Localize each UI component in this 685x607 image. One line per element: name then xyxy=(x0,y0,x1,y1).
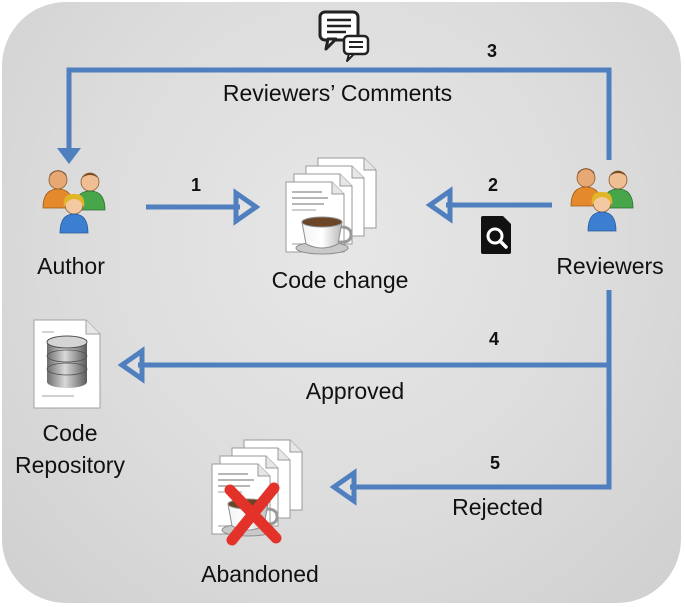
arrow-step-2-head xyxy=(425,186,453,224)
step-number-2: 2 xyxy=(488,175,499,195)
arrow-approved-path xyxy=(138,290,612,368)
reviewers-label: Reviewers xyxy=(556,253,664,279)
arrow-rejected-head xyxy=(329,468,357,506)
arrow-step-1-head xyxy=(233,188,261,226)
approved-label: Approved xyxy=(305,378,405,404)
speech-bubbles-icon xyxy=(318,10,370,62)
abandoned-label: Abandoned xyxy=(201,561,319,587)
arrow-rejected-path xyxy=(350,365,612,490)
arrow-comments-loop xyxy=(66,67,612,160)
reviewers-comments-label: Reviewers’ Comments xyxy=(222,80,453,106)
arrows xyxy=(57,67,612,506)
author-label: Author xyxy=(37,253,105,279)
arrow-approved-head xyxy=(117,346,145,384)
rejected-label: Rejected xyxy=(452,494,543,520)
reviewers-people-icon xyxy=(570,167,634,232)
code-repository-label-line2: Repository xyxy=(15,452,125,478)
step-number-4: 4 xyxy=(489,329,500,349)
author-people-icon xyxy=(42,169,106,234)
step-number-1: 1 xyxy=(191,175,202,195)
reject-x-mark xyxy=(224,482,282,546)
rejected-code-documents-icon xyxy=(211,439,303,546)
code-documents-icon xyxy=(285,157,377,256)
database-document-icon xyxy=(33,319,101,409)
code-repository-label-line1: Code xyxy=(42,420,98,446)
arrow-comments-head xyxy=(57,148,81,164)
step-number-3: 3 xyxy=(487,41,498,61)
code-change-label: Code change xyxy=(271,267,409,293)
file-search-icon xyxy=(481,216,511,254)
step-number-5: 5 xyxy=(490,453,501,473)
